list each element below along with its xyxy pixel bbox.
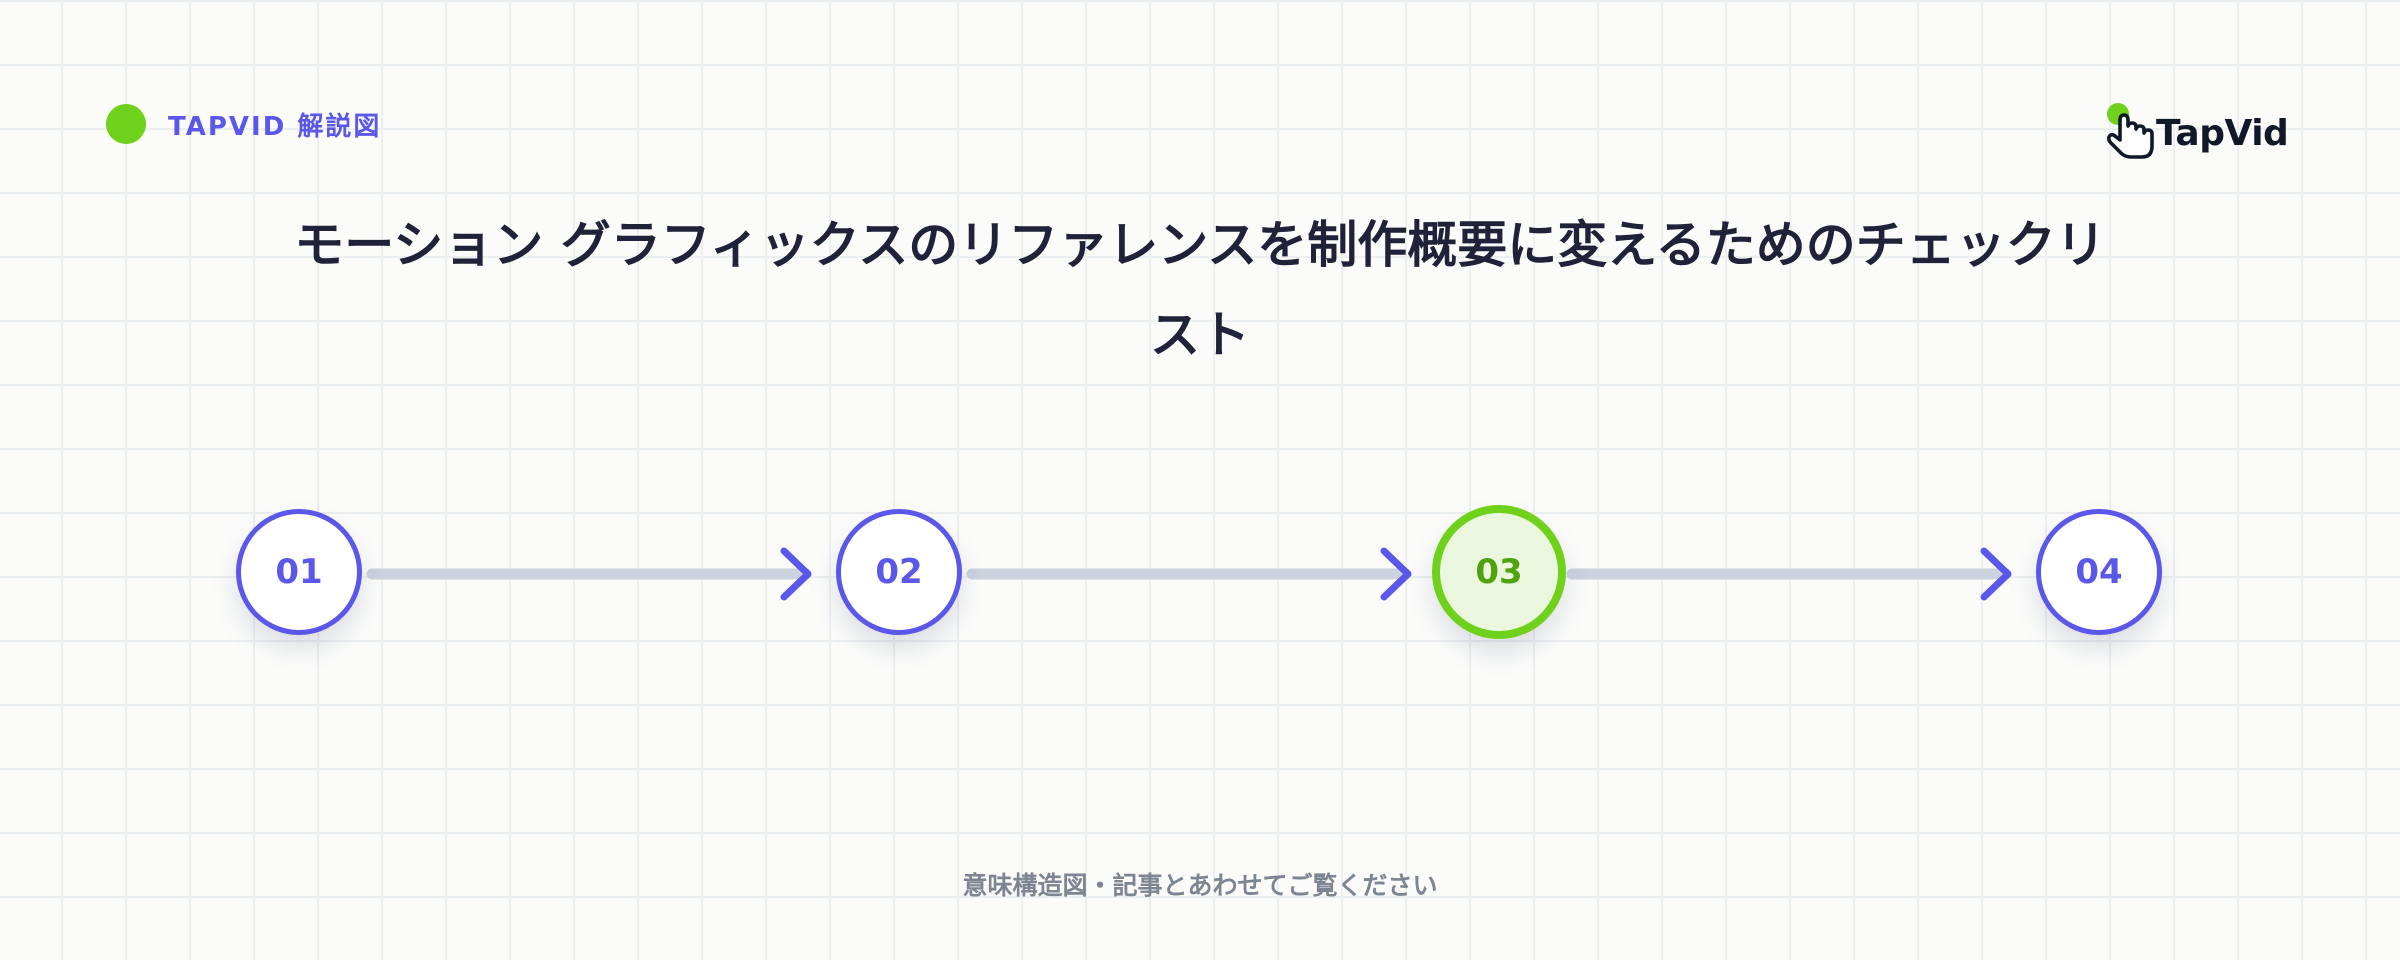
tap-hand-icon (2106, 103, 2154, 159)
step-number: 03 (1475, 552, 1523, 592)
brand-label: TAPVID 解説図 (168, 111, 382, 142)
connector-arrow-1 (366, 547, 812, 601)
step-number: 02 (875, 552, 923, 592)
page-title: モーション グラフィックスのリファレンスを制作概要に変えるためのチェックリスト (294, 216, 2106, 364)
footer-caption: 意味構造図・記事とあわせてご覧ください (962, 871, 1438, 900)
step-04-node: 04 (2036, 509, 2162, 635)
step-02-node: 02 (836, 509, 962, 635)
connector-arrow-3 (1566, 547, 2012, 601)
step-03-node: 03 (1432, 505, 1566, 639)
tapvid-logo: TapVid (2104, 100, 2304, 160)
logo-wordmark: TapVid (2156, 112, 2289, 154)
step-number: 04 (2075, 552, 2123, 592)
connector-arrow-2 (966, 547, 1412, 601)
brand-header: TAPVID 解説図 (106, 104, 381, 144)
step-01-node: 01 (236, 509, 362, 635)
step-number: 01 (275, 552, 323, 592)
brand-dot-icon (106, 104, 146, 144)
